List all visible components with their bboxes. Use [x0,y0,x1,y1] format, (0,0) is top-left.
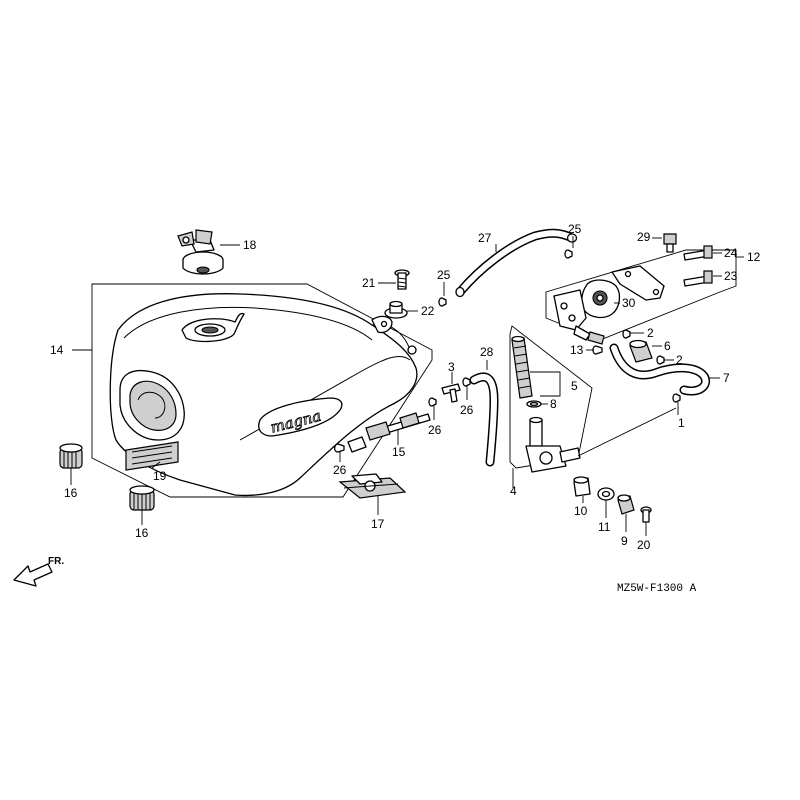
clip-26-left[interactable] [333,443,345,453]
callout-21: 21 [362,276,376,290]
short-hose-6[interactable] [629,339,653,363]
clip-26-mid[interactable] [428,397,437,407]
fuel-hose-7[interactable] [609,343,710,396]
breather-hose-27[interactable] [455,228,578,298]
cap-10[interactable] [573,476,591,497]
callout-17: 17 [371,517,385,531]
callout-15: 15 [392,445,406,459]
emblem-pad[interactable] [125,441,179,471]
collar-9[interactable] [617,494,635,515]
joint-3[interactable] [441,383,461,403]
hose-route-line [577,407,677,457]
callout-5: 5 [571,379,578,393]
o-ring-8[interactable] [526,400,542,408]
clip-1[interactable] [672,393,681,403]
leader-19 [151,461,161,469]
callout-27: 27 [478,231,492,245]
callout-26: 26 [428,423,442,437]
callout-14: 14 [50,343,64,357]
clip-2-lower[interactable] [656,355,665,365]
bolt-21[interactable] [394,269,410,290]
tank-bracket-17[interactable] [338,473,407,499]
callout-7: 7 [723,371,730,385]
rubber-cushion-front[interactable] [59,443,83,469]
callout-25: 25 [568,222,582,236]
callout-6: 6 [664,339,671,353]
callout-10: 10 [574,504,588,518]
callout-28: 28 [480,345,494,359]
callout-19: 19 [153,469,167,483]
pump-bracket-plate[interactable] [611,265,665,301]
bolt-29[interactable] [663,233,677,253]
screw-24[interactable] [683,245,713,261]
callout-1: 1 [678,416,685,430]
callout-23: 23 [724,269,738,283]
callout-20: 20 [637,538,651,552]
callout-18: 18 [243,238,257,252]
pump-group-bracket [545,249,737,341]
callout-26: 26 [460,403,474,417]
callout-22: 22 [421,304,435,318]
clip-25-left[interactable] [438,297,447,307]
callout-11: 11 [598,520,611,534]
callout-2: 2 [676,353,683,367]
fuel-tank[interactable]: magna [109,293,418,497]
diagram-code: MZ5W-F1300 A [617,583,697,595]
callout-2: 2 [647,326,654,340]
clip-2-upper[interactable] [622,329,631,339]
fuel-valve[interactable] [511,335,581,473]
callout-24: 24 [724,246,738,260]
clip-13[interactable] [592,345,603,355]
rubber-cushion-rear[interactable] [129,485,155,511]
callout-30: 30 [622,296,636,310]
clip-25-right[interactable] [564,249,573,259]
fuel-cap[interactable] [177,229,224,275]
washer-11[interactable] [597,487,615,501]
callout-13: 13 [570,343,584,357]
callout-29: 29 [637,230,651,244]
leader-5-bracket [530,371,561,397]
valve-group-bracket [509,325,593,469]
callout-12: 12 [747,250,761,264]
callout-9: 9 [621,534,628,548]
drain-tube-28[interactable] [469,372,499,467]
screw-23[interactable] [683,270,713,287]
callout-8: 8 [550,397,557,411]
front-arrow-icon [13,563,53,587]
direction-label: FR. [48,556,64,567]
callout-3: 3 [448,360,455,374]
callout-26: 26 [333,463,347,477]
fuel-pump-30[interactable] [553,279,621,345]
bolt-20[interactable] [640,506,652,523]
callout-25: 25 [437,268,451,282]
joint-pipe-15[interactable] [347,412,431,453]
washer-22[interactable] [384,300,408,319]
clip-26-right[interactable] [462,377,471,387]
callout-16: 16 [135,526,149,540]
callout-4: 4 [510,484,517,498]
callout-16: 16 [64,486,78,500]
